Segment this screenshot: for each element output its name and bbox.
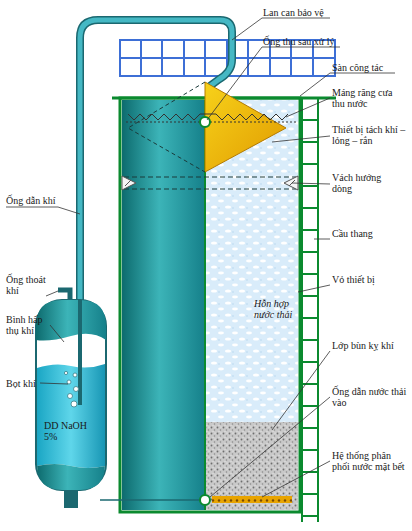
absorber-stand	[64, 490, 78, 508]
callout-label: Hệ thống phân phối nước mặt bết	[332, 450, 410, 472]
gas-bubbles-part	[64, 371, 67, 374]
guard-rail-part	[204, 40, 206, 76]
callout-label: Thiết bị tách khí – lỏng – rắn	[332, 124, 410, 146]
callout-label: Ống dẫn nước thải vào	[332, 386, 410, 408]
absorber-bottom	[37, 464, 105, 490]
leader-lines-part	[272, 136, 330, 142]
ladder-part	[302, 229, 318, 231]
absorber-top	[36, 300, 106, 341]
guard-rail-part	[140, 40, 142, 76]
ladder-part	[302, 185, 318, 187]
naoh-solution	[37, 364, 105, 468]
leader-lines-part	[314, 239, 330, 240]
callout-label: Bình hấp thụ khí	[6, 314, 54, 336]
callout-label: Cầu thang	[332, 228, 410, 239]
ladder-part	[301, 98, 303, 522]
ladder-part	[302, 361, 318, 363]
leader-lines-part	[292, 183, 330, 184]
baffle	[122, 176, 136, 190]
ladder-part	[302, 273, 318, 275]
ladder-part	[302, 317, 318, 319]
ladder-part	[302, 295, 318, 297]
callout-label: Vách hướng dòng	[332, 172, 394, 194]
ladder	[302, 98, 318, 522]
gas-bubbles-part	[73, 373, 77, 377]
leader-lines-part	[50, 325, 64, 342]
callout-label: Bọt khí	[6, 378, 46, 389]
leader-lines-part	[210, 397, 330, 497]
ladder-part	[302, 493, 318, 495]
callout-label: Lan can bảo vệ	[263, 7, 343, 18]
guard-rail-part	[247, 40, 249, 76]
baffle-line	[124, 177, 296, 178]
ladder-part	[302, 339, 318, 341]
leader-lines-part	[207, 47, 340, 120]
tank-shaded-half	[122, 100, 205, 510]
ladder-part	[302, 405, 318, 407]
leader-lines-part	[46, 291, 58, 296]
callout-label: Vỏ thiết bị	[332, 274, 410, 285]
baffle-hatch	[125, 180, 131, 186]
guard-rail-part	[183, 40, 185, 76]
gas-separator	[205, 82, 286, 172]
leader-lines-part	[272, 351, 330, 430]
callout-label: Ống thu sau xử lý	[263, 36, 373, 47]
weir-base	[126, 122, 298, 123]
absorber-body	[36, 300, 106, 490]
ladder-part	[302, 119, 318, 121]
ladder-part	[302, 515, 318, 517]
leader-lines-part	[298, 285, 330, 292]
callout-label: Lớp bùn kỵ khí	[332, 340, 410, 351]
callout-label: Máng răng cưa thu nước	[332, 87, 402, 109]
callout-label: Sàn công tác	[332, 62, 410, 73]
inlet-pipe	[100, 499, 200, 501]
ladder-part	[302, 449, 318, 451]
ladder-part	[302, 141, 318, 143]
gas-bubbles-part	[74, 387, 79, 392]
ladder-part	[317, 98, 319, 522]
gas-separator-hidden	[128, 82, 205, 172]
gas-bubbles-part	[67, 380, 71, 384]
leader-lines-part	[40, 383, 68, 384]
ladder-part	[302, 163, 318, 165]
ladder-part	[302, 383, 318, 385]
baffle-line	[124, 189, 296, 190]
gas-bubbles-part	[71, 401, 77, 407]
guard-rail-part	[161, 40, 163, 76]
ladder-part	[302, 207, 318, 209]
gas-bubbles	[64, 371, 78, 407]
ladder-part	[302, 427, 318, 429]
distributor	[212, 496, 292, 503]
callout-label: Ống thoát khí	[6, 274, 46, 296]
leader-lines-part	[286, 98, 330, 117]
inlet-node	[200, 495, 210, 505]
leader-lines-part	[262, 461, 330, 497]
leader-lines-part	[6, 207, 80, 214]
callout-label: Ống dẫn khí	[6, 195, 76, 206]
ladder-part	[302, 251, 318, 253]
callout-label: Hỗn hợp nước thải	[254, 298, 300, 320]
gas-bubbles-part	[68, 394, 73, 399]
callout-label: DD NaOH 5%	[44, 420, 88, 442]
